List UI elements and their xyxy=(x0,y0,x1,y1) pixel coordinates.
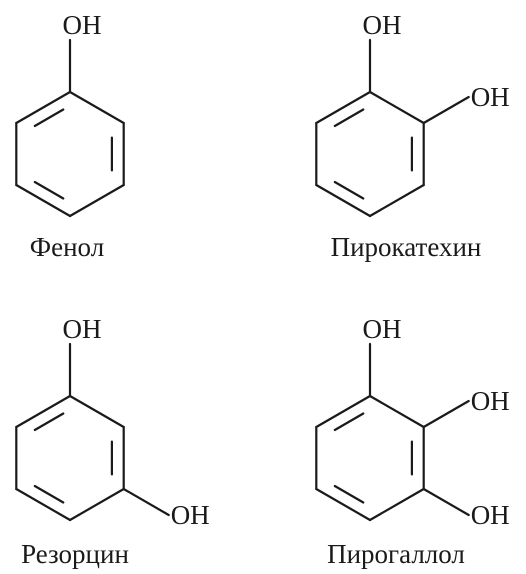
hydroxyl-label: OH xyxy=(363,10,402,40)
hydroxyl-label: OH xyxy=(63,10,102,40)
double-bond-inner xyxy=(33,484,65,504)
ring-bond xyxy=(68,487,125,522)
ring-bond xyxy=(315,487,372,522)
double-bond-inner xyxy=(333,180,365,200)
ring-bond xyxy=(15,394,72,429)
ring-bond xyxy=(368,487,425,522)
double-bond-inner xyxy=(33,108,65,128)
ring-bond xyxy=(315,183,372,218)
compound-name-pyrocatechol: Пирокатехин xyxy=(331,232,482,262)
ring-bond xyxy=(68,90,125,125)
hydroxyl-label: OH xyxy=(471,500,510,530)
ring-bond xyxy=(368,90,425,125)
substituent-bond xyxy=(422,487,470,517)
ring-bond xyxy=(15,487,72,522)
double-bond-inner xyxy=(33,412,65,432)
ring-bond xyxy=(315,394,372,429)
compound-name-pyrogallol: Пирогаллол xyxy=(327,539,465,569)
hydroxyl-label: OH xyxy=(471,386,510,416)
compound-pyrogallol: Пирогаллол OH OH OH xyxy=(315,314,510,569)
hydroxyl-label: OH xyxy=(363,314,402,344)
substituent-bond xyxy=(422,399,470,429)
ring-bond xyxy=(68,394,125,429)
ring-bond xyxy=(368,183,425,218)
ring-bond xyxy=(68,183,125,218)
ring-bond xyxy=(15,183,72,218)
ring-bond xyxy=(15,90,72,125)
hydroxyl-label: OH xyxy=(471,82,510,112)
compound-name-resorcinol: Резорцин xyxy=(21,539,129,569)
substituent-bond xyxy=(122,487,170,517)
compound-resorcinol: Резорцин OH OH xyxy=(15,314,210,569)
ring-bond xyxy=(368,394,425,429)
double-bond-inner xyxy=(33,180,65,200)
double-bond-inner xyxy=(333,412,365,432)
hydroxyl-label: OH xyxy=(63,314,102,344)
double-bond-inner xyxy=(333,484,365,504)
compound-phenol: Фенол OH xyxy=(15,10,125,262)
substituent-bond xyxy=(422,95,470,125)
double-bond-inner xyxy=(333,108,365,128)
compound-pyrocatechol: Пирокатехин OH OH xyxy=(315,10,510,262)
ring-bond xyxy=(315,90,372,125)
compound-name-phenol: Фенол xyxy=(30,232,104,262)
hydroxyl-label: OH xyxy=(171,500,210,530)
